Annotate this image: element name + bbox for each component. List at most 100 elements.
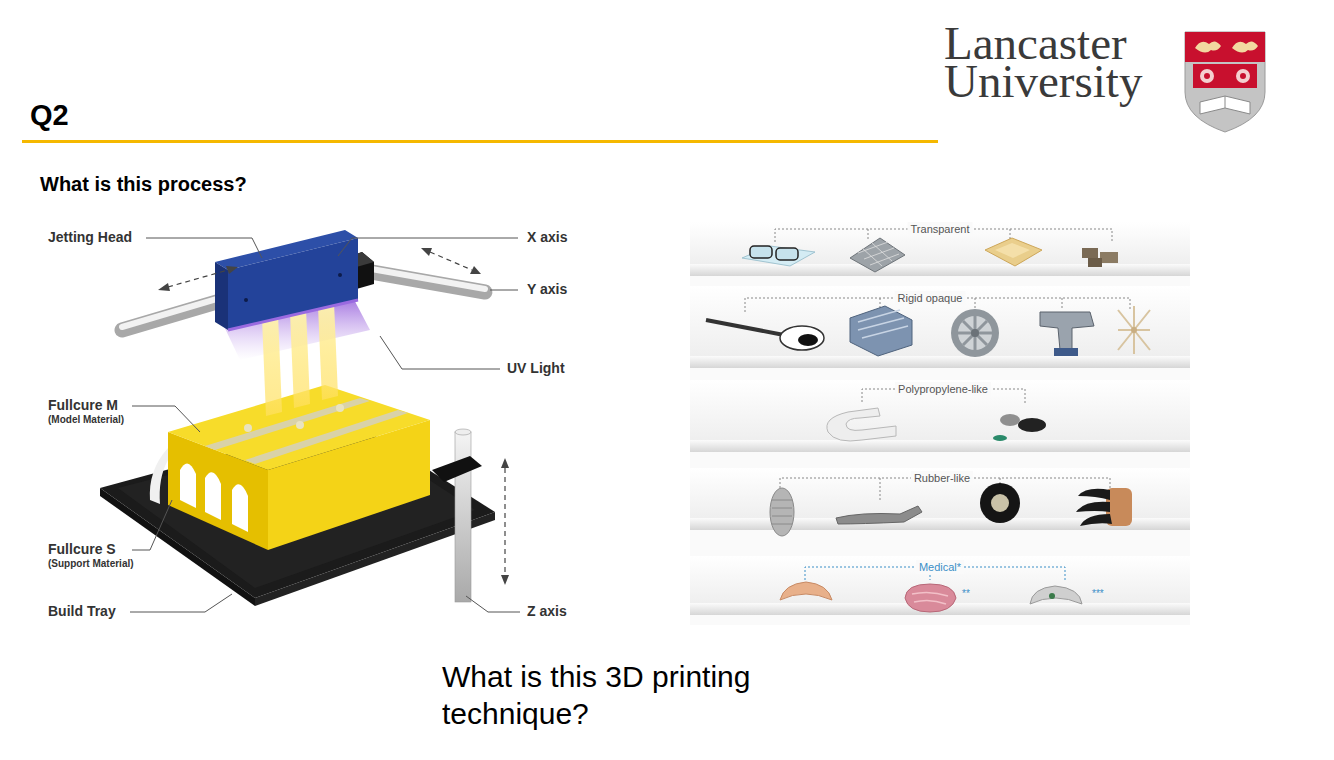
category-label: Transparent [908,222,973,236]
z-motion-arrowhead [501,458,509,468]
category-label: Medical* [916,560,964,574]
axis-label: Y axis [527,281,567,298]
question-text: What is this process? [40,172,247,196]
handle-object [836,506,922,524]
transparent-box-object [995,243,1030,258]
leader-line [130,238,520,612]
lattice-object [1118,306,1150,354]
leader-line [132,406,200,432]
sole-object [772,500,792,524]
university-crest [1232,41,1258,52]
university-name: Lancaster University [944,24,1184,100]
part-label: UV Light [507,360,565,377]
dark-part-object [1018,418,1046,432]
engine-object [858,310,908,338]
jaw-object [1049,593,1055,599]
y-motion-arrowhead [421,248,432,256]
drill-object [1040,312,1094,350]
footnote-mark: *** [1092,588,1104,600]
tire-object [991,494,1009,512]
university-crest [1193,64,1257,88]
university-crest [1240,73,1246,79]
leader-line [490,290,518,291]
jaw-object [1030,586,1082,604]
part-sublabel: (Support Material) [48,558,134,570]
slide-caption: What is this 3D printing technique? [442,658,822,732]
university-crest [1225,96,1226,108]
university-crest [1195,41,1221,52]
support-arch [232,484,248,532]
engine-object [850,306,912,356]
axis-label: Z axis [527,603,567,620]
support-stripe [245,410,408,464]
university-crest [1204,73,1210,79]
part-label: Jetting Head [48,229,132,246]
glasses-object [776,248,798,260]
guitar-object [706,320,784,335]
leader-line [380,336,500,369]
dental-object [780,582,832,600]
shelf [690,440,1190,452]
university-crest [1200,69,1214,83]
anatomy-object [912,592,948,604]
category-label: Rubber-like [911,471,973,485]
z-motion-arrow [504,468,505,575]
university-crest [1236,69,1250,83]
category-bracket [975,298,976,308]
y-motion-arrowhead [470,266,481,274]
header-rule [22,140,938,143]
mesh-object [850,238,905,272]
green-part-object [993,435,1007,441]
photo-ground [690,222,1190,625]
leader-line [146,238,262,258]
university-crest [1200,96,1250,114]
clip-object [827,408,896,441]
category-label: Rigid opaque [895,291,966,305]
printer-illustration [100,230,520,612]
y-axis-rod [360,267,485,289]
jetting-head [228,238,358,330]
row-ground [690,286,1190,358]
support-dot [296,421,304,429]
leader-line [130,594,232,612]
part-label: Fullcure M [48,397,118,414]
slide-title: Q2 [30,98,69,133]
uv-beam [262,314,282,416]
glasses-object [742,246,815,266]
leader-line [338,238,518,256]
wheel-object [958,316,992,350]
jetting-head-screw [338,273,342,277]
support-arch [150,448,168,504]
part-sublabel: (Model Material) [48,414,124,426]
x-motion-arrowhead [226,266,238,274]
category-bracket [1062,298,1063,308]
category-bracket [880,478,881,500]
materials-photo [690,222,1190,625]
university-crest [1185,32,1265,132]
jetting-head-screw [244,298,248,302]
part-label: Build Tray [48,603,116,620]
footnote-mark: ** [962,588,970,600]
fin-part-object [1076,489,1112,526]
support-arch [205,472,221,520]
anatomy-object [905,584,956,612]
x-motion-arrowhead [158,283,170,291]
y-motion-arrow [430,252,472,270]
transparent-box-object [985,238,1042,266]
glasses-object [750,246,772,258]
university-crest [1185,32,1265,132]
support-dot [244,424,252,432]
z-axis-carriage [432,456,482,482]
grey-part-object [1000,414,1020,426]
lattice-object [1131,327,1137,333]
sole-object [770,488,794,536]
support-stripe [205,398,370,450]
part-label: Fullcure S [48,541,116,558]
support-arch [180,463,196,508]
chip-object [1088,258,1102,267]
z-motion-arrowhead [501,575,509,585]
tire-object [980,483,1020,523]
mesh-object [858,242,899,266]
